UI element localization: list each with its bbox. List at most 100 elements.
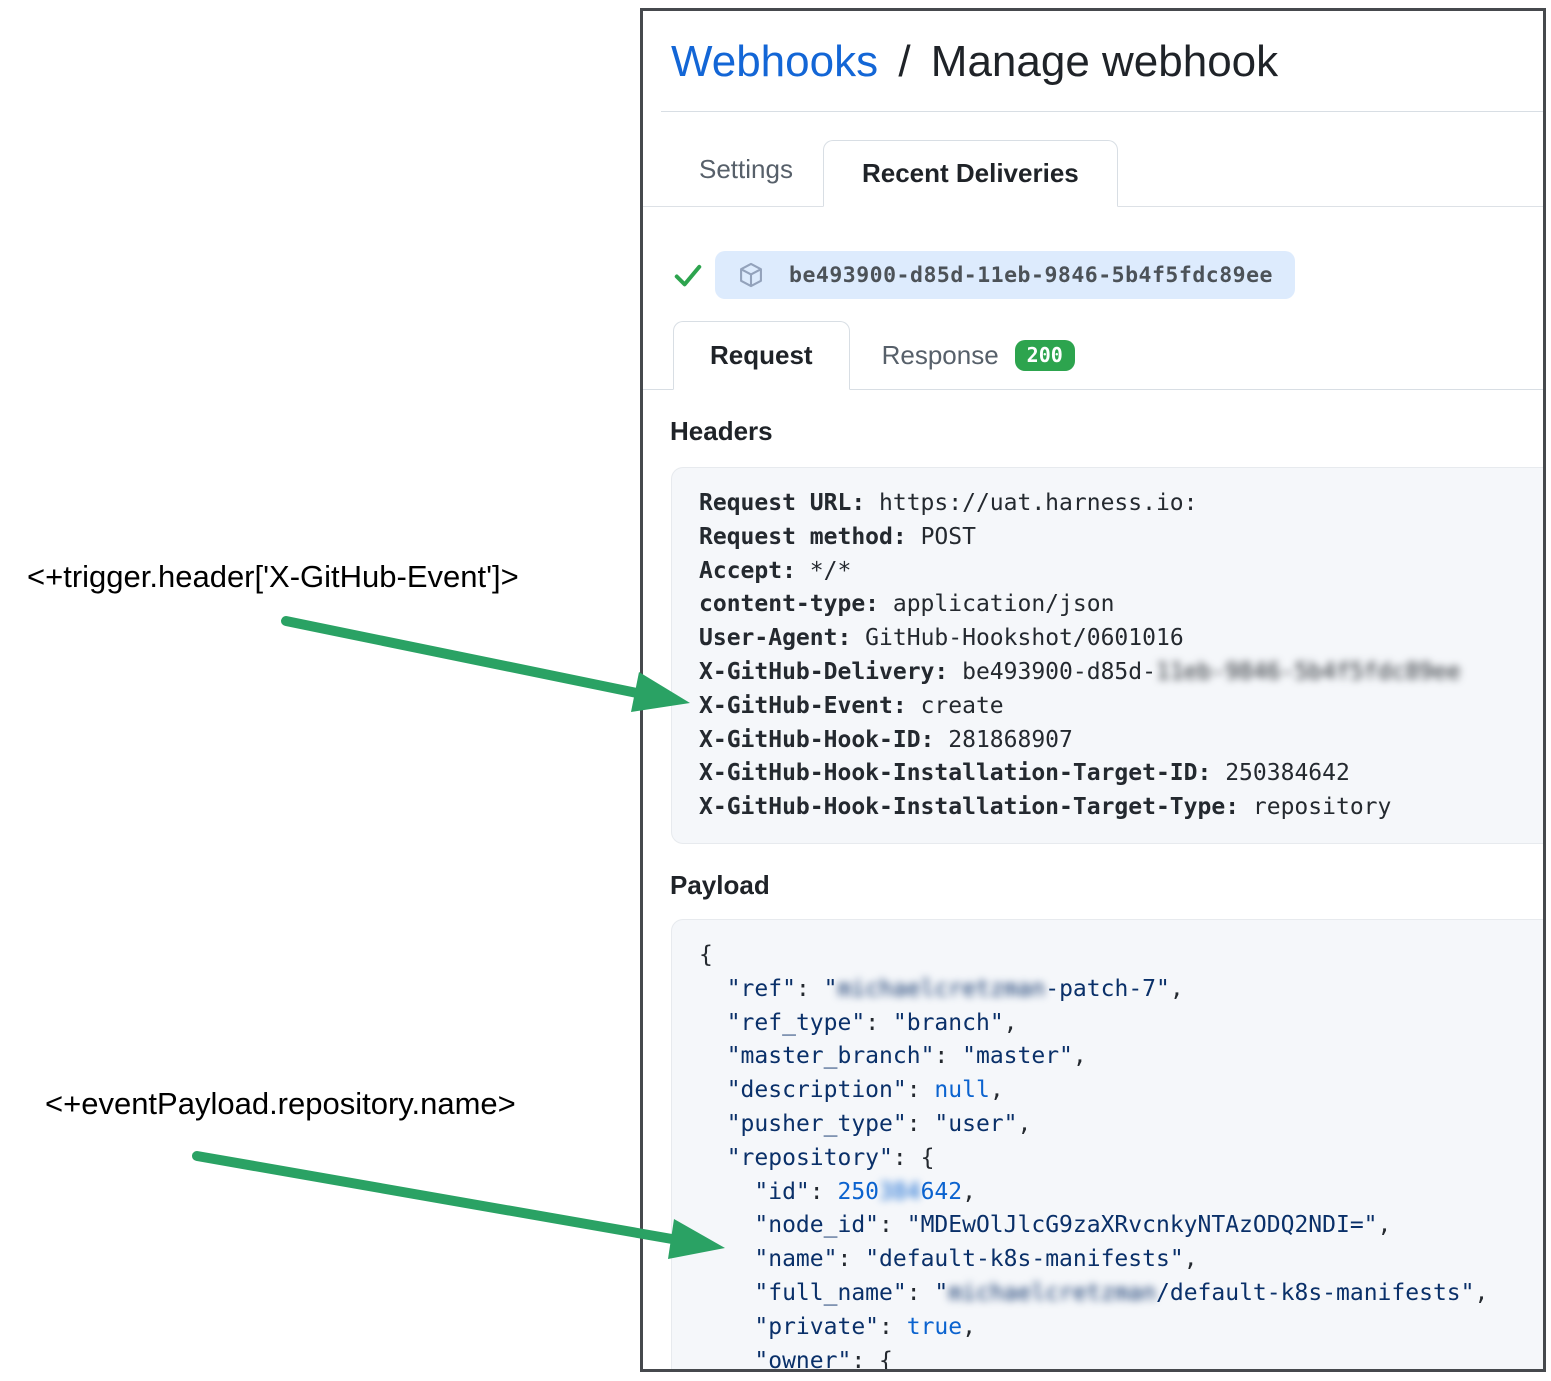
code-token: 281868907 [934, 726, 1073, 753]
code-token: Request method: [699, 523, 907, 550]
code-token: "description" [726, 1077, 907, 1104]
code-token: null [934, 1077, 990, 1104]
code-token: X-GitHub-Hook-ID: [699, 726, 935, 753]
code-token: "default-k8s-manifests" [865, 1246, 1184, 1273]
code-token: , [1017, 1110, 1032, 1137]
tab-response[interactable]: Response 200 [866, 340, 1091, 389]
code-token: "master_branch" [726, 1043, 935, 1070]
code-line: X-GitHub-Hook-Installation-Target-Type: … [699, 791, 1543, 825]
code-token: X-GitHub-Hook-Installation-Target-ID: [699, 760, 1212, 787]
code-token: Accept: [699, 557, 796, 584]
code-token: : [906, 1279, 935, 1306]
code-token: /default-k8s-manifests" [1156, 1279, 1475, 1306]
code-line: "owner": { [699, 1345, 1543, 1372]
code-token: "branch" [892, 1009, 1004, 1036]
code-line: "node_id": "MDEwOlJlcG9zaXRvcnkyNTAzODQ2… [699, 1209, 1543, 1243]
code-token: application/json [879, 591, 1115, 618]
code-token [699, 1246, 754, 1272]
code-line: X-GitHub-Hook-ID: 281868907 [699, 724, 1543, 758]
redacted-code-token: 11eb-9846-5b4f5fdc89ee [1155, 658, 1461, 685]
code-line: { [699, 939, 1543, 973]
redacted-code-token: michaelcretzman [948, 1279, 1156, 1306]
code-token: X-GitHub-Hook-Installation-Target-Type: [699, 794, 1240, 821]
code-token: User-Agent: [699, 625, 852, 652]
code-token: "pusher_type" [726, 1110, 907, 1137]
code-token: " [823, 975, 838, 1002]
code-line: "full_name": "michaelcretzman/default-k8… [699, 1277, 1543, 1311]
headers-section-title: Headers [670, 416, 773, 446]
delivery-guid: be493900-d85d-11eb-9846-5b4f5fdc89ee [789, 262, 1273, 288]
delivery-guid-pill[interactable]: be493900-d85d-11eb-9846-5b4f5fdc89ee [715, 251, 1295, 299]
tab-request[interactable]: Request [673, 321, 850, 390]
code-line: "master_branch": "master", [699, 1040, 1543, 1074]
page-title: Manage webhook [930, 37, 1279, 86]
code-token: be493900-d85d- [948, 658, 1156, 685]
redacted-code-token: 384 [879, 1178, 921, 1205]
code-token: 250 [837, 1178, 880, 1205]
code-token: : [809, 1178, 838, 1205]
code-token: : [865, 1009, 893, 1036]
code-token: "private" [754, 1313, 880, 1340]
code-token: -patch-7" [1045, 975, 1170, 1002]
headers-codebox: Request URL: https://uat.harness.io:Requ… [671, 467, 1543, 844]
code-token: : [934, 1043, 963, 1070]
code-token: " [934, 1279, 949, 1306]
tab-settings[interactable]: Settings [699, 154, 793, 184]
code-line: "ref_type": "branch", [699, 1007, 1543, 1041]
title-divider [661, 111, 1543, 112]
code-token: : [906, 1110, 935, 1137]
code-token: "name" [754, 1246, 838, 1273]
code-token [699, 1212, 754, 1238]
code-line: Request URL: https://uat.harness.io: [699, 487, 1543, 521]
code-token: "ref_type" [726, 1009, 866, 1036]
package-icon [737, 261, 765, 289]
annotation-event-payload-expression: <+eventPayload.repository.name> [45, 1086, 516, 1121]
code-token: "user" [934, 1110, 1018, 1137]
code-token: : [795, 975, 824, 1002]
code-token: GitHub-Hookshot/0601016 [851, 625, 1184, 652]
code-line: Accept: */* [699, 555, 1543, 589]
code-line: X-GitHub-Event: create [699, 690, 1543, 724]
code-token: "owner" [754, 1347, 852, 1372]
code-token [699, 1280, 754, 1306]
code-token: , [989, 1077, 1004, 1104]
code-token: Request URL: [699, 490, 866, 516]
code-token: "repository" [726, 1144, 893, 1171]
response-status-badge: 200 [1014, 340, 1075, 371]
code-token: , [1169, 975, 1184, 1002]
code-token [699, 1077, 727, 1103]
code-token: X-GitHub-Delivery: [699, 658, 949, 685]
code-token [699, 1010, 727, 1036]
redacted-code-token: michaelcretzman [837, 975, 1046, 1002]
code-line: "name": "default-k8s-manifests", [699, 1243, 1543, 1277]
code-token: : [906, 1077, 935, 1104]
payload-section-title: Payload [670, 869, 770, 900]
code-line: X-GitHub-Delivery: be493900-d85d-11eb-98… [699, 656, 1543, 690]
tab-recent-deliveries[interactable]: Recent Deliveries [822, 140, 1118, 207]
code-token: , [1377, 1212, 1392, 1239]
code-token: "MDEwOlJlcG9zaXRvcnkyNTAzODQ2NDI=" [906, 1212, 1378, 1239]
code-token: : { [851, 1347, 893, 1372]
code-token: repository [1239, 794, 1392, 821]
webhooks-link[interactable]: Webhooks [671, 37, 879, 86]
code-token: X-GitHub-Event: [699, 692, 907, 719]
code-token: 250384642 [1211, 760, 1350, 787]
code-line: "repository": { [699, 1142, 1543, 1176]
code-line: "id": 250384642, [699, 1176, 1543, 1210]
code-token: "id" [754, 1178, 810, 1205]
code-token [699, 1145, 727, 1171]
code-token: , [1003, 1009, 1018, 1036]
tab-response-label: Response [881, 340, 999, 370]
main-tabnav: Settings Recent Deliveries [643, 140, 1543, 207]
code-token: : [879, 1212, 907, 1239]
code-token: https://uat.harness.io: [865, 490, 1198, 516]
breadcrumb: Webhooks / Manage webhook [671, 37, 1543, 87]
code-token [699, 1348, 754, 1369]
code-token [699, 1043, 727, 1069]
code-line: Request method: POST [699, 521, 1543, 555]
code-token: "node_id" [754, 1212, 880, 1239]
code-token: , [962, 1313, 976, 1340]
breadcrumb-separator: / [898, 37, 911, 86]
code-token: 642 [920, 1178, 963, 1205]
